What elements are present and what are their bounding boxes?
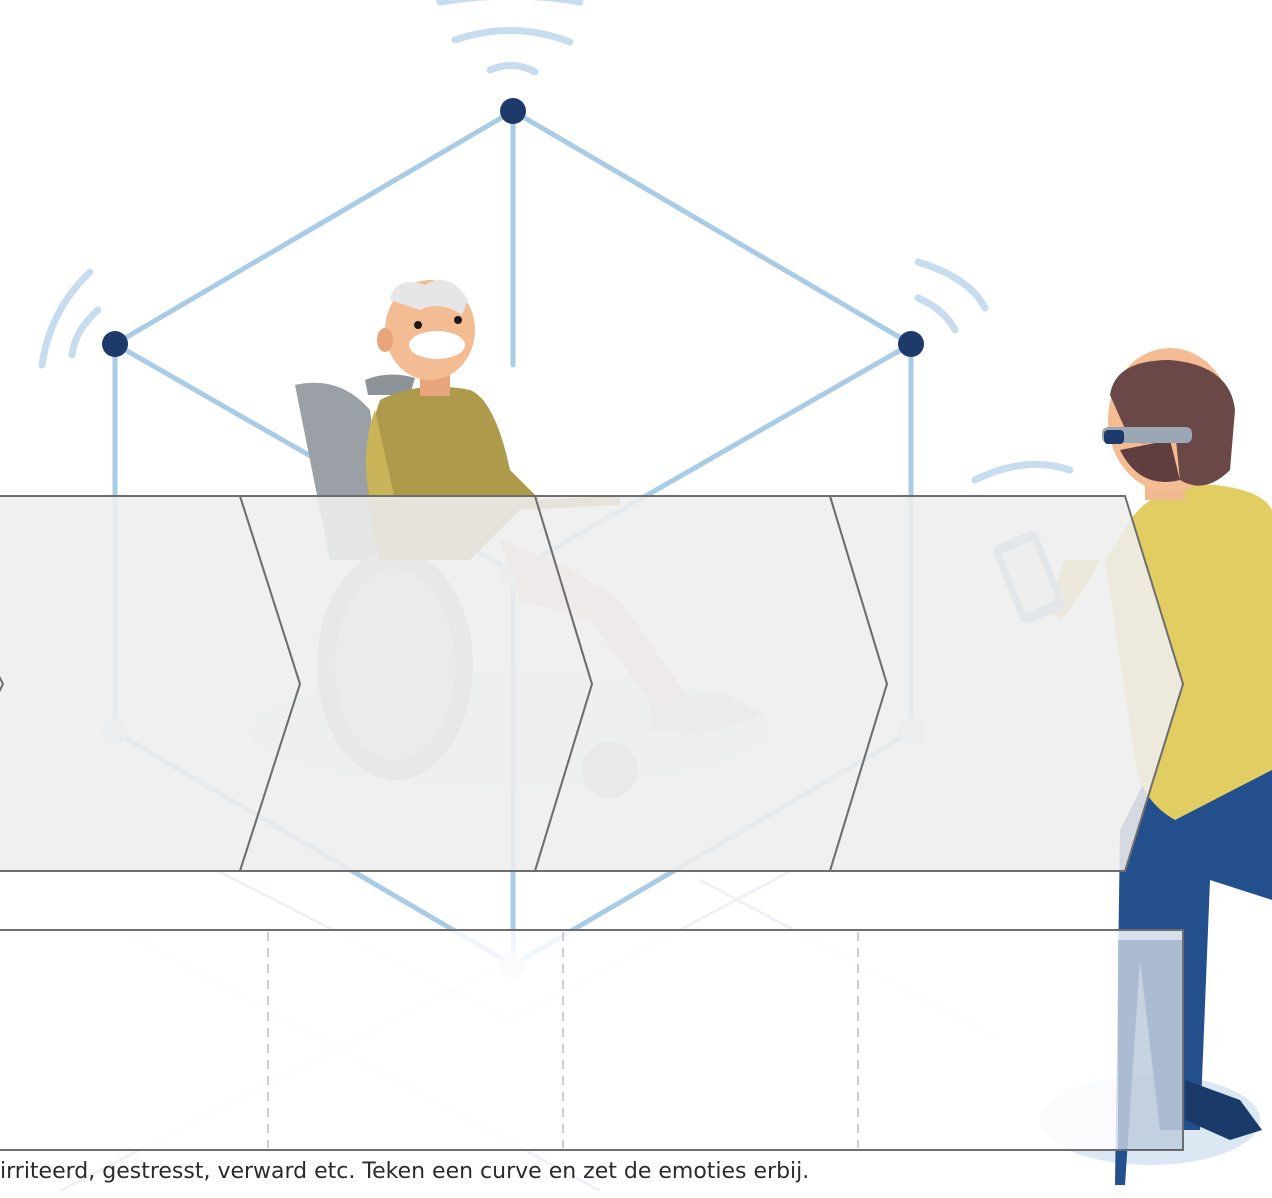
node-right <box>898 331 924 357</box>
node-left <box>102 331 128 357</box>
emotion-grid <box>0 930 1183 1150</box>
node-top <box>500 98 526 124</box>
phase-chevrons <box>0 496 1183 871</box>
wifi-signal-icons <box>42 0 1070 480</box>
instruction-caption: irriteerd, gestresst, verward etc. Teken… <box>0 1158 1272 1198</box>
man-legs-front <box>1118 940 1182 1150</box>
phase-1 <box>0 496 300 871</box>
